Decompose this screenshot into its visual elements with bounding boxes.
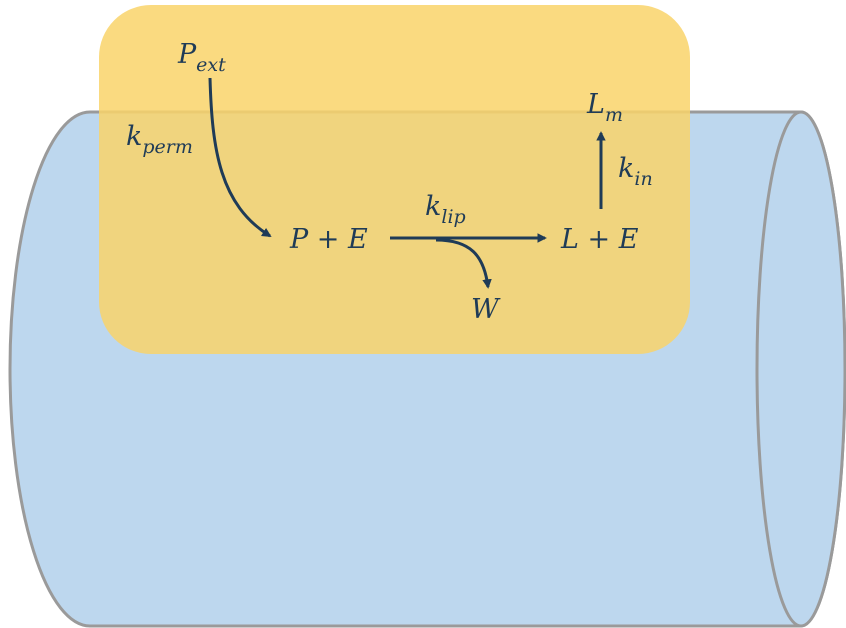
l-m-label: Lm bbox=[586, 89, 623, 126]
k-lip-label: klip bbox=[425, 191, 466, 228]
k-in-label: kin bbox=[618, 153, 653, 190]
permeation-arrow bbox=[208, 77, 272, 238]
l-plus-e-label: L + E bbox=[560, 224, 639, 255]
p-plus-e-label: P + E bbox=[289, 224, 368, 255]
p-ext-label: Pext bbox=[177, 39, 226, 76]
waste-arrow bbox=[435, 238, 492, 289]
membrane-overlay bbox=[99, 5, 690, 354]
w-label: W bbox=[471, 294, 501, 325]
cylinder-end-cap bbox=[755, 110, 846, 628]
k-perm-label: kperm bbox=[126, 121, 193, 158]
